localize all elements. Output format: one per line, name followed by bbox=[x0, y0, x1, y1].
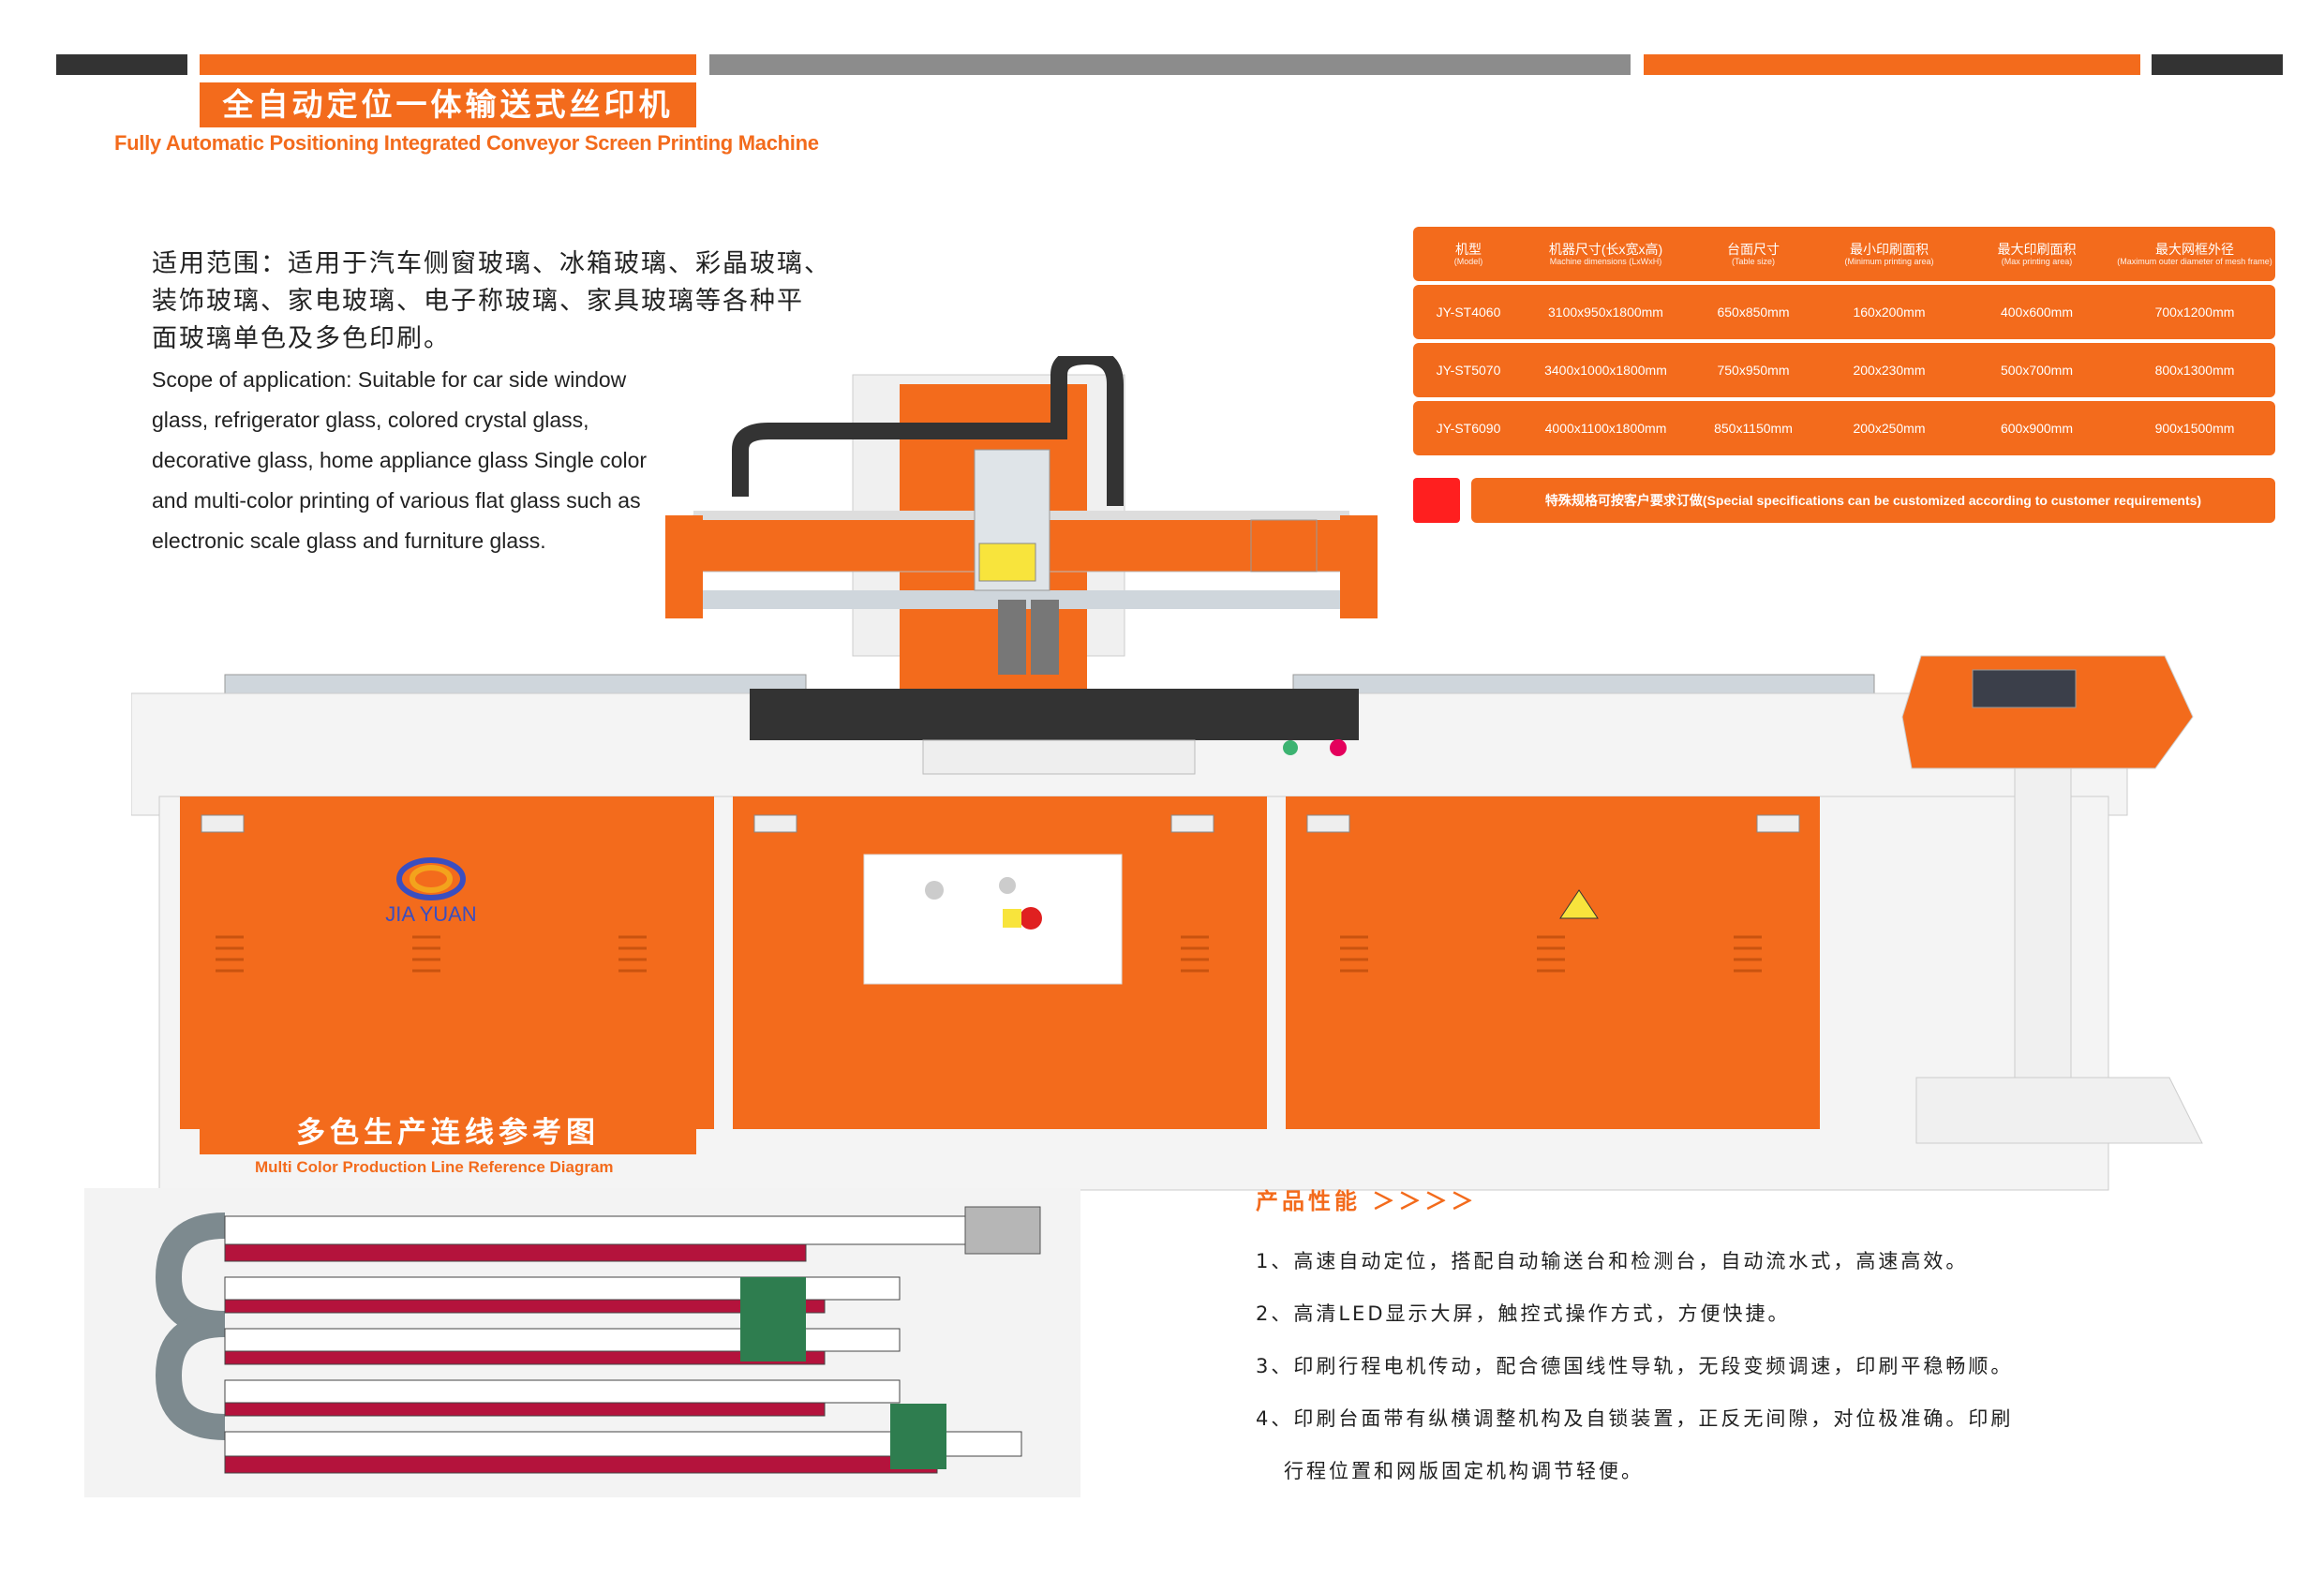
spec-header-cn: 机型 bbox=[1455, 241, 1482, 257]
page-title-en: Fully Automatic Positioning Integrated C… bbox=[114, 131, 819, 155]
performance-item: 3、印刷行程电机传动，配合德国线性导轨，无段变频调速，印刷平稳畅顺。 bbox=[1256, 1355, 2014, 1377]
spec-cell: 700x1200mm bbox=[2154, 305, 2235, 320]
line-section-title-cn: 多色生产连线参考图 bbox=[200, 1111, 696, 1154]
spec-cell: 3100x950x1800mm bbox=[1548, 305, 1663, 320]
scope-en-line: decorative glass, home appliance glass S… bbox=[152, 448, 648, 472]
spec-header-en: (Max printing area) bbox=[2001, 256, 2073, 266]
performance-item-continuation: 行程位置和网版固定机构调节轻便。 bbox=[1284, 1460, 1644, 1482]
spec-cell: 750x950mm bbox=[1717, 363, 1790, 378]
top-bar-dark-right bbox=[2152, 54, 2283, 75]
spec-header-en: (Maximum outer diameter of mesh frame) bbox=[2117, 256, 2272, 266]
custom-note-text: 特殊规格可按客户要求订做(Special specifications can … bbox=[1471, 478, 2275, 523]
spec-cell: 650x850mm bbox=[1717, 305, 1790, 320]
machine-logo-text: JIA YUAN bbox=[385, 902, 476, 926]
top-bar-dark-left bbox=[56, 54, 187, 75]
spec-header-en: (Model) bbox=[1453, 256, 1483, 266]
custom-spec-note: 特殊规格可按客户要求订做(Special specifications can … bbox=[1413, 478, 2275, 523]
spec-header-cell: 机器尺寸(长x宽x高)Machine dimensions (LxWxH) bbox=[1524, 242, 1688, 267]
spec-header-cell: 最大网框外径(Maximum outer diameter of mesh fr… bbox=[2114, 242, 2275, 267]
spec-cell: 160x200mm bbox=[1853, 305, 1926, 320]
spec-cell: JY-ST5070 bbox=[1436, 363, 1501, 378]
spec-cell: JY-ST4060 bbox=[1436, 305, 1501, 320]
scope-en-line: electronic scale glass and furniture gla… bbox=[152, 528, 546, 553]
spec-cell: 800x1300mm bbox=[2154, 363, 2235, 378]
spec-cell: 900x1500mm bbox=[2154, 421, 2235, 436]
spec-header-row: 机型(Model) 机器尺寸(长x宽x高)Machine dimensions … bbox=[1413, 227, 2275, 281]
spec-header-en: (Minimum printing area) bbox=[1844, 256, 1934, 266]
spec-header-en: (Table size) bbox=[1731, 256, 1775, 266]
custom-note-square bbox=[1413, 478, 1460, 523]
scope-en: Scope of application: Suitable for car s… bbox=[152, 360, 714, 561]
production-line-diagram bbox=[84, 1188, 1080, 1497]
scope-cn-line: 装饰玻璃、家电玻璃、电子称玻璃、家具玻璃等各种平 bbox=[152, 287, 804, 316]
performance-item: 4、印刷台面带有纵横调整机构及自锁装置，正反无间隙，对位极准确。印刷 bbox=[1256, 1407, 2014, 1430]
spec-cell: 500x700mm bbox=[2000, 363, 2074, 378]
spec-cell: 850x1150mm bbox=[1714, 421, 1793, 436]
spec-header-cn: 最大印刷面积 bbox=[1997, 241, 2077, 257]
spec-header-cn: 机器尺寸(长x宽x高) bbox=[1548, 241, 1663, 257]
spec-cell: 400x600mm bbox=[2000, 305, 2074, 320]
spec-header-cell: 台面尺寸(Table size) bbox=[1688, 242, 1819, 267]
top-bar-grey bbox=[709, 54, 1631, 75]
spec-header-cn: 最大网框外径 bbox=[2155, 241, 2234, 257]
scope-en-line: and multi-color printing of various flat… bbox=[152, 488, 641, 513]
spec-header-cell: 最大印刷面积(Max printing area) bbox=[1959, 242, 2114, 267]
performance-item: 1、高速自动定位，搭配自动输送台和检测台，自动流水式，高速高效。 bbox=[1256, 1250, 1969, 1272]
line-section-title-en: Multi Color Production Line Reference Di… bbox=[255, 1158, 614, 1176]
spec-header-cell: 最小印刷面积(Minimum printing area) bbox=[1819, 242, 1959, 267]
top-bar-orange-left bbox=[200, 54, 696, 75]
spec-header-en: Machine dimensions (LxWxH) bbox=[1549, 256, 1662, 266]
page-title-cn: 全自动定位一体输送式丝印机 bbox=[200, 82, 696, 127]
spec-cell: 4000x1100x1800mm bbox=[1544, 421, 1667, 436]
scope-en-line: Scope of application: Suitable for car s… bbox=[152, 367, 627, 392]
spec-header-cell: 机型(Model) bbox=[1413, 242, 1524, 267]
spec-header-cn: 台面尺寸 bbox=[1727, 241, 1780, 257]
spec-cell: 3400x1000x1800mm bbox=[1544, 363, 1667, 378]
performance-item: 2、高清LED显示大屏，触控式操作方式，方便快捷。 bbox=[1256, 1302, 1791, 1325]
spec-row: JY-ST4060 3100x950x1800mm 650x850mm 160x… bbox=[1413, 285, 2275, 339]
spec-cell: 200x230mm bbox=[1853, 363, 1926, 378]
scope-en-line: glass, refrigerator glass, colored cryst… bbox=[152, 408, 589, 432]
spec-table: 机型(Model) 机器尺寸(长x宽x高)Machine dimensions … bbox=[1413, 227, 2275, 459]
spec-cell: JY-ST6090 bbox=[1436, 421, 1501, 436]
scope-cn: 适用范围：适用于汽车侧窗玻璃、冰箱玻璃、彩晶玻璃、 装饰玻璃、家电玻璃、电子称玻… bbox=[152, 245, 845, 358]
spec-row: JY-ST6090 4000x1100x1800mm 850x1150mm 20… bbox=[1413, 401, 2275, 455]
performance-list: 1、高速自动定位，搭配自动输送台和检测台，自动流水式，高速高效。 2、高清LED… bbox=[1256, 1235, 2193, 1497]
scope-cn-line: 面玻璃单色及多色印刷。 bbox=[152, 324, 451, 353]
spec-row: JY-ST5070 3400x1000x1800mm 750x950mm 200… bbox=[1413, 343, 2275, 397]
spec-header-cn: 最小印刷面积 bbox=[1850, 241, 1929, 257]
spec-cell: 200x250mm bbox=[1853, 421, 1926, 436]
top-bar-orange-right bbox=[1644, 54, 2140, 75]
spec-cell: 600x900mm bbox=[2000, 421, 2074, 436]
scope-cn-line: 适用范围：适用于汽车侧窗玻璃、冰箱玻璃、彩晶玻璃、 bbox=[152, 249, 831, 278]
performance-title: 产品性能 ＞＞＞＞ bbox=[1256, 1188, 1478, 1214]
